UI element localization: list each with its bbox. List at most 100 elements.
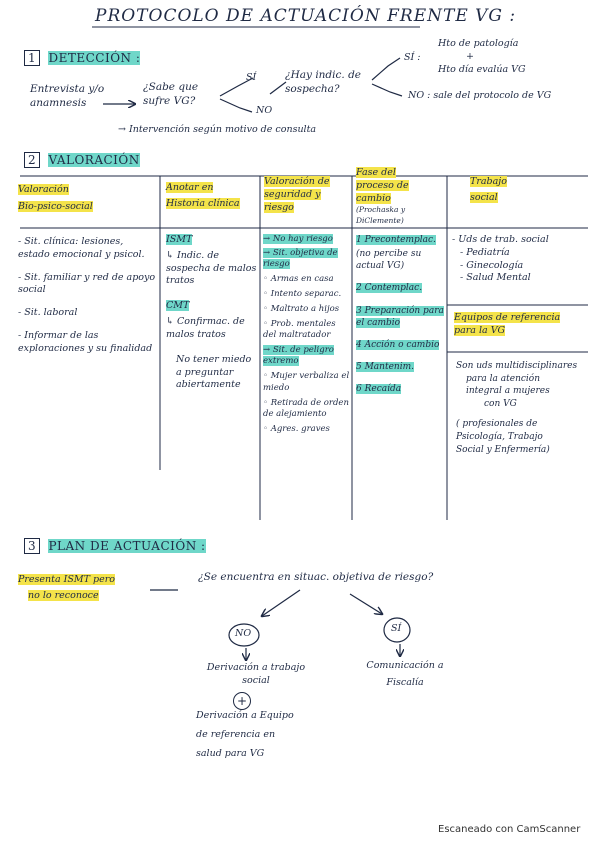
equipos-line: Social y Enfermería) — [456, 444, 550, 455]
riesgo-item: → Sit. de peligro extremo — [263, 345, 334, 367]
equipos-line: con VG — [484, 398, 517, 409]
riesgo-item: ◦ Mujer verbaliza el miedo — [263, 371, 350, 393]
col-seguridad-items: → No hay riesgo → Sit. objetiva de riesg… — [263, 234, 351, 435]
col1-item: - Sit. clínica: lesiones, estado emocion… — [18, 236, 145, 260]
section-3-number: 3 — [24, 538, 41, 554]
col2-header-line1: Anotar en — [166, 182, 214, 193]
si2-item-3: Hto día evalúa VG — [438, 63, 526, 75]
intervention-text: → Intervención según motivo de consulta — [118, 124, 317, 135]
col4-header-line2: proceso de — [356, 179, 409, 191]
si-circle — [383, 617, 411, 643]
presenta-ismt: Presenta ISMT pero no lo reconoce — [18, 574, 158, 603]
riesgo-item: ◦ Maltrato a hijos — [263, 304, 340, 315]
fase-item: (no percibe su actual VG) — [356, 249, 422, 272]
col1-header-line2: Bio-psico-social — [18, 200, 93, 212]
branch-si — [219, 77, 254, 97]
trabajo-item: - Ginecología — [460, 259, 524, 271]
derivacion-equipo: Derivación a Equipo de referencia en sal… — [196, 710, 326, 760]
derivacion-equipo-line2: de referencia en — [196, 728, 276, 740]
col5-header-line2: social — [470, 191, 498, 203]
col-historia-header: Anotar en Historia clínica — [166, 182, 256, 211]
question-indicios: ¿Hay indic. de sospecha? — [285, 69, 362, 96]
question-sabe: ¿Sabe que sufre VG? — [143, 81, 199, 108]
section-3-heading: 3 PLAN DE ACTUACIÓN : — [24, 538, 206, 554]
col1-item: - Informar de las exploraciones y su fin… — [18, 330, 153, 354]
col1-item: - Sit. laboral — [18, 307, 78, 319]
riesgo-item: ◦ Armas en casa — [263, 274, 334, 285]
col-valoracion-items: - Sit. clínica: lesiones, estado emocion… — [18, 236, 158, 356]
camscanner-footer: Escaneado con CamScanner — [438, 824, 581, 835]
si-label: SÍ — [391, 623, 402, 634]
col3-header-line3: riesgo — [264, 201, 294, 213]
col-trabajo-items: - Uds de trab. social - Pediatría - Gine… — [452, 234, 586, 285]
section-1-heading: 1 DETECCIÓN : — [24, 50, 141, 66]
plus-circle: + — [233, 692, 251, 710]
section-2-heading: 2 VALORACIÓN — [24, 152, 140, 168]
equipos-description: Son uds multidisciplinares para la atenc… — [456, 360, 586, 456]
cmt-desc: ↳ Confirmac. de malos tratos — [166, 316, 245, 340]
riesgo-item: ◦ Retirada de orden de alejamiento — [263, 397, 349, 419]
derivacion-equipo-line1: Derivación a Equipo — [196, 710, 294, 721]
col1-item: - Sit. familiar y red de apoyo social — [18, 271, 156, 296]
riesgo-item: ◦ Intento separac. — [263, 289, 342, 300]
col-fase-items: 1 Precontemplac. (no percibe su actual V… — [356, 234, 446, 395]
equipos-title-line1: Equipos de referencia — [454, 312, 561, 323]
si2-item-2: + — [466, 50, 474, 62]
col3-header-line2: seguridad y — [264, 188, 321, 200]
page-title: PROTOCOLO DE ACTUACIÓN FRENTE VG : — [95, 6, 517, 26]
label-no: NO — [256, 105, 273, 116]
col4-header-note: (Prochaska y DiClemente) — [356, 205, 406, 225]
section-1-number: 1 — [24, 50, 41, 66]
label-si2: SÍ : — [404, 52, 421, 63]
equipos-line: Son uds multidisciplinares — [456, 361, 578, 371]
col4-header-line1: Fase del — [356, 167, 396, 178]
branch-si2 — [371, 57, 401, 81]
branch-no — [219, 98, 253, 113]
fiscalia-line2: Fiscalía — [386, 676, 424, 688]
section-2-label: VALORACIÓN — [48, 153, 140, 167]
trabajo-item: - Salud Mental — [460, 272, 531, 284]
ismt-label: ISMT — [166, 234, 193, 245]
ismt-desc: ↳ Indic. de sospecha de malos tratos — [166, 249, 257, 287]
si2-item-1: Hto de patología — [438, 38, 519, 49]
fiscalia-line1: Comunicación a — [366, 660, 444, 671]
col2-header-line2: Historia clínica — [166, 197, 240, 209]
arrow-to-no — [262, 589, 301, 616]
equipos-line: Psicología, Trabajo — [456, 431, 543, 442]
arrow-to-si — [349, 593, 382, 614]
riesgo-item: → Sit. objetiva de riesgo — [263, 248, 338, 270]
col-valoracion-header: Valoración Bio-psico-social — [18, 184, 156, 214]
col5-header-line1: Trabajo — [470, 176, 507, 187]
derivacion-trabajo-line2: social — [242, 674, 270, 686]
cmt-label: CMT — [166, 300, 190, 312]
label-si: SÍ — [246, 72, 257, 83]
fase-item: 1 Precontemplac. — [356, 235, 436, 245]
equipos-title-line2: para la VG — [454, 324, 506, 336]
equipos-line: ( profesionales de — [456, 419, 538, 430]
equipos-line — [456, 410, 586, 418]
fase-item: 2 Contemplac. — [356, 283, 423, 294]
riesgo-item: → No hay riesgo — [263, 234, 333, 244]
derivacion-equipo-line3: salud para VG — [196, 747, 265, 759]
col3-header-line1: Valoración de — [264, 176, 330, 187]
fase-item: 6 Recaída — [356, 384, 402, 395]
fase-item: 4 Acción o cambio — [356, 339, 440, 350]
presenta-line1: Presenta ISMT pero — [18, 574, 115, 585]
col1-header-line1: Valoración — [18, 184, 69, 195]
branch-to-q2 — [269, 81, 287, 95]
riesgo-item: ◦ Prob. mentales del maltratador — [263, 319, 336, 341]
branch-no2 — [371, 83, 403, 97]
riesgo-item: ◦ Agres. graves — [263, 423, 330, 434]
no-circle — [228, 623, 260, 647]
col-trabajo-header: Trabajo social — [470, 176, 580, 205]
fase-item: 5 Mantenim. — [356, 361, 414, 372]
col-seguridad-header: Valoración de seguridad y riesgo — [264, 176, 350, 214]
equipos-line: para la atención — [466, 373, 540, 384]
si2-items: Hto de patología + Hto día evalúa VG — [438, 38, 526, 76]
no2-text: NO : sale del protocolo de VG — [408, 90, 552, 101]
col-historia-items: ISMT ↳ Indic. de sospecha de malos trato… — [166, 234, 258, 392]
equipos-line: integral a mujeres — [466, 386, 550, 397]
section-1-label: DETECCIÓN : — [48, 51, 141, 65]
trabajo-item: - Pediatría — [460, 246, 510, 258]
